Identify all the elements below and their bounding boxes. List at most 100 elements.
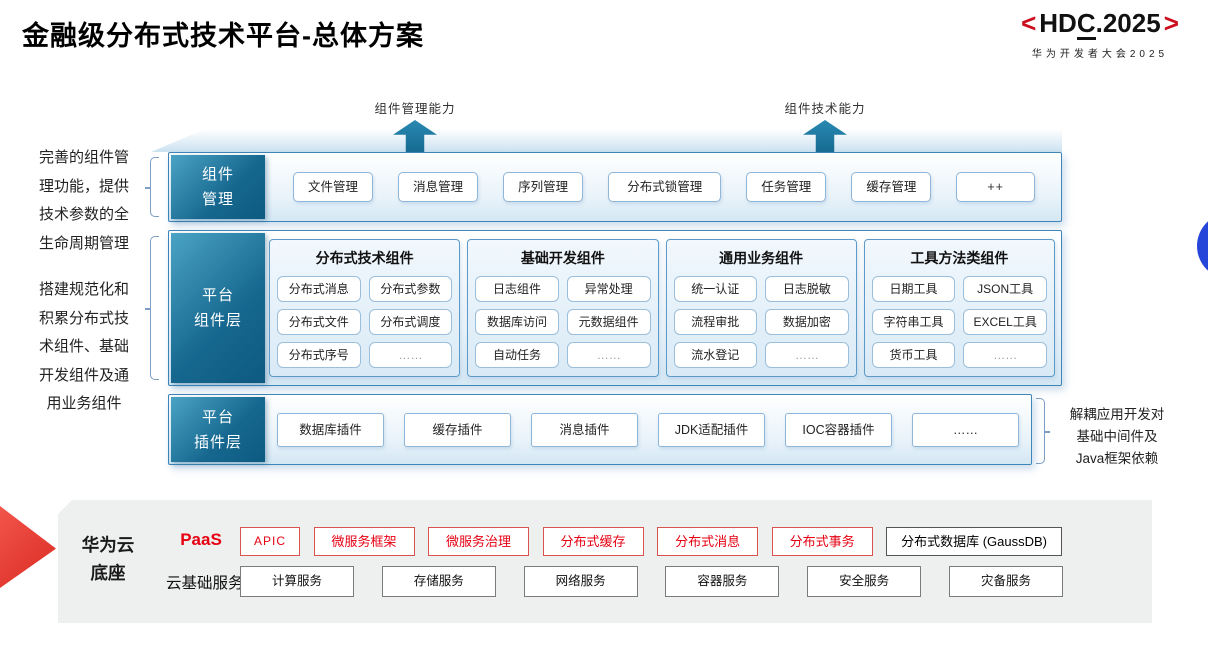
group-grid: 日志组件 异常处理 数据库访问 元数据组件 自动任务 …… <box>475 276 651 368</box>
component-cell-more: …… <box>566 342 651 368</box>
logo-left-angle-icon: < <box>1021 8 1037 38</box>
perspective-band <box>151 129 1062 152</box>
note-left-bottom: 搭建规范化和 积累分布式技 术组件、基础 开发组件及通 用业务组件 <box>38 281 129 412</box>
paas-service-box: 微服务治理 <box>428 526 530 556</box>
component-box: 消息管理 <box>398 172 479 202</box>
up-arrow-icon <box>803 120 847 155</box>
group-grid: 日期工具 JSON工具 字符串工具 EXCEL工具 货币工具 …… <box>871 276 1047 368</box>
layer-label-component-management: 组件 管理 <box>171 155 265 219</box>
capability-arrow-management: 组件管理能力 <box>353 98 477 155</box>
foundation-label: 华为云 底座 <box>81 535 135 583</box>
component-cell-more: …… <box>963 342 1047 368</box>
group-grid: 分布式消息 分布式参数 分布式文件 分布式调度 分布式序号 …… <box>277 276 453 368</box>
cloud-service-box: 灾备服务 <box>948 566 1063 597</box>
cloud-services-label: 云基础服务 <box>166 575 244 592</box>
cloud-basic-services: 计算服务 存储服务 网络服务 容器服务 安全服务 灾备服务 <box>240 566 1063 597</box>
huawei-cloud-foundation-panel <box>58 500 1152 623</box>
cloud-service-box: 网络服务 <box>523 566 638 597</box>
plugin-box: 数据库插件 <box>277 413 384 447</box>
paas-service-box: 分布式消息 <box>657 526 759 556</box>
group-basic-dev: 基础开发组件 日志组件 异常处理 数据库访问 元数据组件 自动任务 …… <box>467 239 659 377</box>
plugin-box-more: …… <box>912 413 1019 447</box>
component-management-items: 文件管理 消息管理 序列管理 分布式锁管理 任务管理 缓存管理 ++ <box>293 172 1035 202</box>
layer-platform-components: 平台 组件层 分布式技术组件 分布式消息 分布式参数 分布式文件 分布式调度 分… <box>168 230 1062 386</box>
logo-year: .2025 <box>1095 8 1161 38</box>
cloud-service-box: 安全服务 <box>807 566 922 597</box>
component-cell: 日志脱敏 <box>765 276 849 302</box>
group-tool-methods: 工具方法类组件 日期工具 JSON工具 字符串工具 EXCEL工具 货币工具 …… <box>863 239 1055 377</box>
paas-service-box: 分布式事务 <box>771 526 873 556</box>
plugin-box: IOC容器插件 <box>785 413 892 447</box>
cloud-service-box: 存储服务 <box>381 566 496 597</box>
logo-hd: HD <box>1039 8 1077 38</box>
component-cell: 元数据组件 <box>566 309 651 335</box>
component-cell: 字符串工具 <box>871 309 956 335</box>
paas-service-box: 微服务框架 <box>313 526 415 556</box>
component-cell: 流水登记 <box>673 342 758 368</box>
layer-label-platform-components: 平台 组件层 <box>171 233 265 383</box>
capability-label: 组件管理能力 <box>374 102 456 116</box>
capability-arrow-technical: 组件技术能力 <box>763 98 887 155</box>
capability-label: 组件技术能力 <box>784 102 866 116</box>
component-box: 文件管理 <box>293 172 374 202</box>
component-cell: 自动任务 <box>475 342 559 368</box>
component-cell: JSON工具 <box>963 276 1047 302</box>
group-title: 工具方法类组件 <box>910 250 1009 266</box>
note-left-top: 完善的组件管 理功能，提供 技术参数的全 生命周期管理 <box>38 149 129 252</box>
paas-service-box-gaussdb: 分布式数据库 (GaussDB) <box>886 526 1062 556</box>
layer-component-management: 组件 管理 文件管理 消息管理 序列管理 分布式锁管理 任务管理 缓存管理 ++ <box>168 152 1062 222</box>
component-cell: 货币工具 <box>871 342 956 368</box>
component-cell: EXCEL工具 <box>963 309 1047 335</box>
component-cell: 分布式参数 <box>368 276 453 302</box>
paas-service-box: APIC <box>240 526 301 556</box>
brace-left-row2 <box>145 236 159 380</box>
component-cell: 数据库访问 <box>475 309 559 335</box>
logo-c-underlined: C <box>1076 8 1096 40</box>
group-title: 通用业务组件 <box>719 250 804 266</box>
up-arrow-icon <box>393 120 437 155</box>
layer-label-platform-plugins: 平台 插件层 <box>171 397 265 462</box>
group-title: 基础开发组件 <box>520 250 605 266</box>
component-cell: 分布式序号 <box>277 342 361 368</box>
brace-right-row3 <box>1036 398 1050 464</box>
hdc-logo-text: <HDC.2025> <box>998 8 1202 40</box>
component-cell: 分布式调度 <box>368 309 453 335</box>
paas-services: APIC 微服务框架 微服务治理 分布式缓存 分布式消息 分布式事务 分布式数据… <box>240 526 1062 556</box>
component-cell-more: …… <box>368 342 453 368</box>
plugin-items: 数据库插件 缓存插件 消息插件 JDK适配插件 IOC容器插件 …… <box>277 413 1019 447</box>
component-cell: 日期工具 <box>871 276 956 302</box>
paas-service-box: 分布式缓存 <box>542 526 644 556</box>
component-cell: 分布式消息 <box>277 276 361 302</box>
page-title: 金融级分布式技术平台-总体方案 <box>22 21 424 51</box>
plugin-box: JDK适配插件 <box>658 413 765 447</box>
component-cell: 分布式文件 <box>277 309 361 335</box>
group-title: 分布式技术组件 <box>315 250 414 266</box>
group-distributed-tech: 分布式技术组件 分布式消息 分布式参数 分布式文件 分布式调度 分布式序号 …… <box>269 239 461 377</box>
component-box: 序列管理 <box>503 172 584 202</box>
hdc-logo: <HDC.2025> 华为开发者大会2025 <box>998 8 1202 60</box>
logo-right-angle-icon: > <box>1163 8 1179 38</box>
component-cell: 日志组件 <box>475 276 559 302</box>
group-common-business: 通用业务组件 统一认证 日志脱敏 流程审批 数据加密 流水登记 …… <box>665 239 857 377</box>
platform-component-groups: 分布式技术组件 分布式消息 分布式参数 分布式文件 分布式调度 分布式序号 ……… <box>269 239 1055 377</box>
component-box: 分布式锁管理 <box>608 172 722 202</box>
component-box: 缓存管理 <box>851 172 932 202</box>
cloud-service-box: 计算服务 <box>240 566 354 597</box>
note-right: 解耦应用开发对 基础中间件及 Java框架依赖 <box>1069 407 1165 466</box>
red-arrow-icon <box>0 506 56 588</box>
layer-platform-plugins: 平台 插件层 数据库插件 缓存插件 消息插件 JDK适配插件 IOC容器插件 …… <box>168 394 1032 465</box>
component-cell: 统一认证 <box>673 276 758 302</box>
cloud-service-box: 容器服务 <box>665 566 780 597</box>
component-box: 任务管理 <box>746 172 827 202</box>
blue-circle-decoration <box>1197 213 1208 279</box>
component-cell: 异常处理 <box>566 276 651 302</box>
group-grid: 统一认证 日志脱敏 流程审批 数据加密 流水登记 …… <box>673 276 849 368</box>
paas-label: PaaS <box>180 530 222 549</box>
component-cell: 流程审批 <box>673 309 758 335</box>
component-box-more: ++ <box>956 172 1035 202</box>
component-cell: 数据加密 <box>765 309 849 335</box>
component-cell-more: …… <box>765 342 849 368</box>
hdc-logo-subtitle: 华为开发者大会2025 <box>1031 49 1169 60</box>
plugin-box: 缓存插件 <box>404 413 511 447</box>
